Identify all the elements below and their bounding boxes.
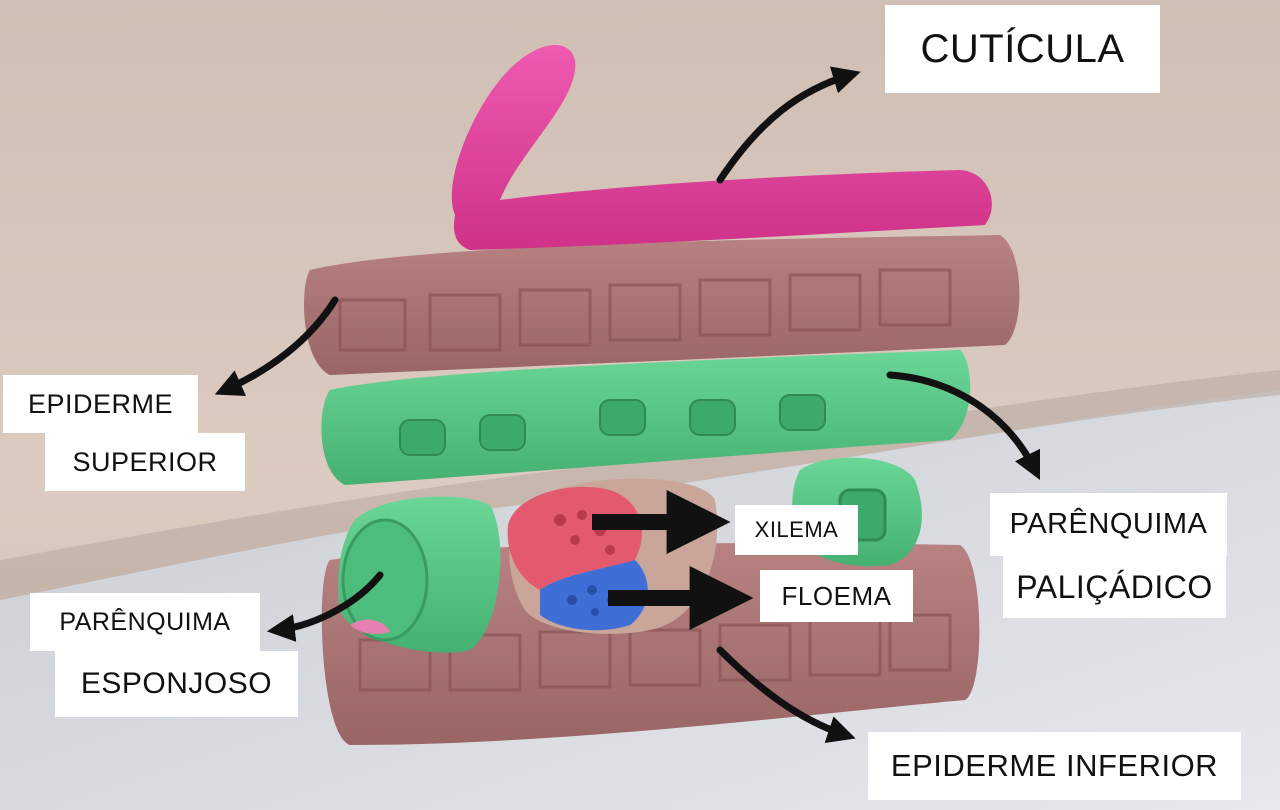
spongy-pink-spot bbox=[350, 619, 390, 634]
label-parenquima-esponjoso-line1: PARÊNQUIMA bbox=[30, 593, 260, 651]
label-epiderme-inferior: EPIDERME INFERIOR bbox=[868, 732, 1241, 800]
label-parenquima-palicadico-line1: PARÊNQUIMA bbox=[990, 493, 1227, 556]
cuticle-strip bbox=[451, 45, 992, 250]
arrow-epiderme-superior bbox=[214, 296, 339, 396]
label-cuticula: CUTÍCULA bbox=[885, 5, 1160, 93]
label-parenquima-esponjoso-line2: ESPONJOSO bbox=[55, 651, 298, 717]
upper-epidermis-cells bbox=[338, 268, 952, 352]
label-floema: FLOEMA bbox=[760, 570, 913, 622]
spongy-cylinder-left-end bbox=[341, 518, 429, 642]
upper-epidermis-slab bbox=[304, 235, 1020, 375]
palisade-cells bbox=[399, 394, 826, 456]
label-parenquima-palicadico-line2: PALIÇÁDICO bbox=[1003, 556, 1226, 618]
phloem bbox=[540, 560, 648, 631]
label-xilema: XILEMA bbox=[735, 505, 858, 555]
label-epiderme-superior-line2: SUPERIOR bbox=[45, 433, 245, 491]
label-epiderme-superior-line1: EPIDERME bbox=[3, 375, 198, 433]
arrow-cuticula bbox=[716, 66, 861, 184]
label-arrows bbox=[214, 66, 1041, 743]
arrow-epiderme-inferior bbox=[716, 646, 856, 743]
arrow-parenquima-esponjoso bbox=[266, 571, 384, 642]
arrow-parenquima-palicadico bbox=[886, 371, 1041, 481]
straight-arrows bbox=[592, 490, 754, 630]
